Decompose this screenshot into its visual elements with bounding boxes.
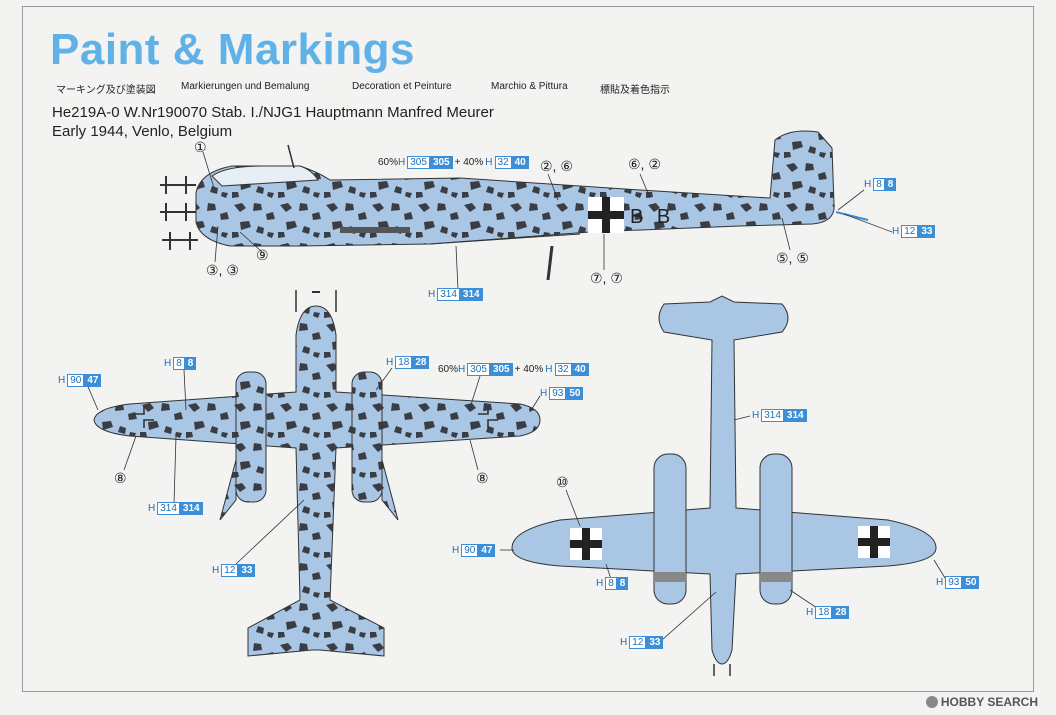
side-view (160, 130, 869, 281)
leader-lines (85, 151, 946, 641)
aircraft-location-date: Early 1944, Venlo, Belgium (52, 123, 233, 140)
callout-1: ① (194, 139, 207, 155)
callout-6-2: ⑥, ② (628, 156, 661, 172)
lang-italian: Marchio & Pittura (491, 81, 568, 92)
lang-chinese: 標貼及着色指示 (600, 85, 670, 96)
bottom-right-cross-icon (858, 526, 890, 558)
lang-japanese: マーキング及び塗装図 (56, 85, 156, 96)
callout-8-right: ⑧ (476, 470, 489, 486)
callout-5-5: ⑤, ⑤ (776, 250, 809, 266)
lang-german: Markierungen und Bemalung (181, 81, 310, 92)
bottom-view (511, 295, 937, 676)
side-cross-icon (588, 197, 624, 233)
side-code-letters: B B (630, 206, 675, 228)
callout-10: ⑩ (556, 474, 569, 490)
language-row: マーキング及び塗装図 Markierungen und Bemalung Dec… (0, 81, 1056, 97)
watermark: HOBBY SEARCH (925, 695, 1038, 709)
callout-2-6: ②, ⑥ (540, 158, 573, 174)
callout-7-7: ⑦, ⑦ (590, 270, 623, 286)
lang-french: Decoration et Peinture (352, 81, 452, 92)
bottom-left-cross-icon (570, 528, 602, 560)
page-frame (22, 6, 1034, 692)
hobby-search-logo-icon (925, 696, 938, 708)
callout-9: ⑨ (256, 247, 269, 263)
page-title: Paint & Markings (50, 25, 415, 74)
top-view (93, 290, 541, 657)
callout-8-left: ⑧ (114, 470, 127, 486)
aircraft-designation: He219A-0 W.Nr190070 Stab. I./NJG1 Hauptm… (52, 104, 494, 121)
callout-3-3: ③, ③ (206, 262, 239, 278)
